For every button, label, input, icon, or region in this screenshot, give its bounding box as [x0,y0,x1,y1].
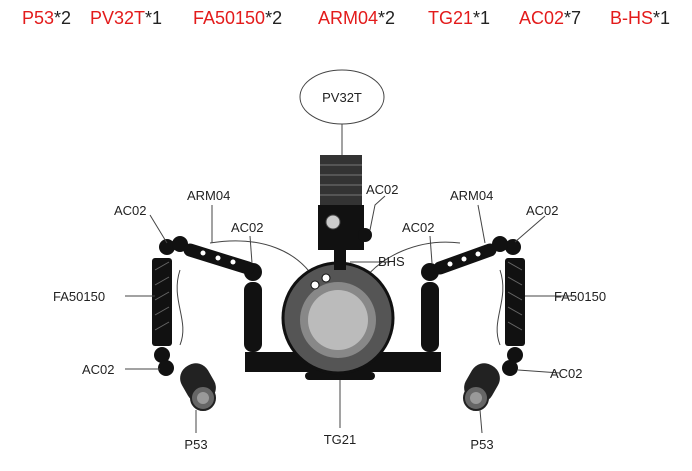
leader-lines [125,195,575,434]
cable-right-light [496,269,504,346]
label-p53-right: P53 [470,437,493,452]
part-arm04: ARM04*2 [318,8,395,29]
part-qty: *2 [54,8,72,28]
part-qty: *1 [653,8,671,28]
part-qty: *1 [473,8,491,28]
part-code: PV32T [90,8,146,28]
label-ac02-left-inner: AC02 [231,220,264,235]
handle-right [421,263,439,352]
part-qty: *1 [145,8,163,28]
part-fa50150: FA50150*2 [193,8,282,29]
part-code: FA50150 [193,8,266,28]
parts-list: P53*2 PV32T*1 FA50150*2 ARM04*2 TG21*1 A… [0,8,692,38]
part-code: AC02 [519,8,565,28]
label-arm04-left: ARM04 [187,188,230,203]
label-ac02-left-bottom: AC02 [82,362,115,377]
part-ac02: AC02*7 [519,8,581,29]
float-arm-left [152,258,174,376]
float-arm-right [502,258,525,376]
light-p53-left [180,363,216,411]
part-code: P53 [22,8,55,28]
label-ac02-right-top: AC02 [526,203,559,218]
light-p53-right [463,363,500,411]
part-code: ARM04 [318,8,379,28]
camera-housing [281,261,395,375]
label-pv32t: PV32T [322,90,362,105]
part-qty: *2 [378,8,396,28]
arm-left [159,236,255,275]
label-fa50150-right: FA50150 [554,289,606,304]
part-qty: *7 [564,8,582,28]
video-light-pv32t [318,155,372,250]
part-code: B-HS [610,8,654,28]
label-bhs: BHS [378,254,405,269]
label-ac02-right-inner: AC02 [402,220,435,235]
handle-left [244,263,262,352]
label-ac02-top: AC02 [366,182,399,197]
label-fa50150-left: FA50150 [53,289,105,304]
label-tg21: TG21 [324,432,357,447]
part-bhs: B-HS*1 [610,8,670,29]
arm-right [433,236,521,275]
label-p53-left: P53 [184,437,207,452]
label-ac02-right-bottom: AC02 [550,366,583,381]
part-tg21: TG21*1 [428,8,490,29]
part-qty: *2 [265,8,283,28]
part-code: TG21 [428,8,474,28]
label-arm04-right: ARM04 [450,188,493,203]
label-ac02-left-top: AC02 [114,203,147,218]
bracket-bhs [334,250,346,270]
cable-left-light [176,269,184,346]
part-p53: P53*2 [22,8,71,29]
part-pv32t: PV32T*1 [90,8,162,29]
